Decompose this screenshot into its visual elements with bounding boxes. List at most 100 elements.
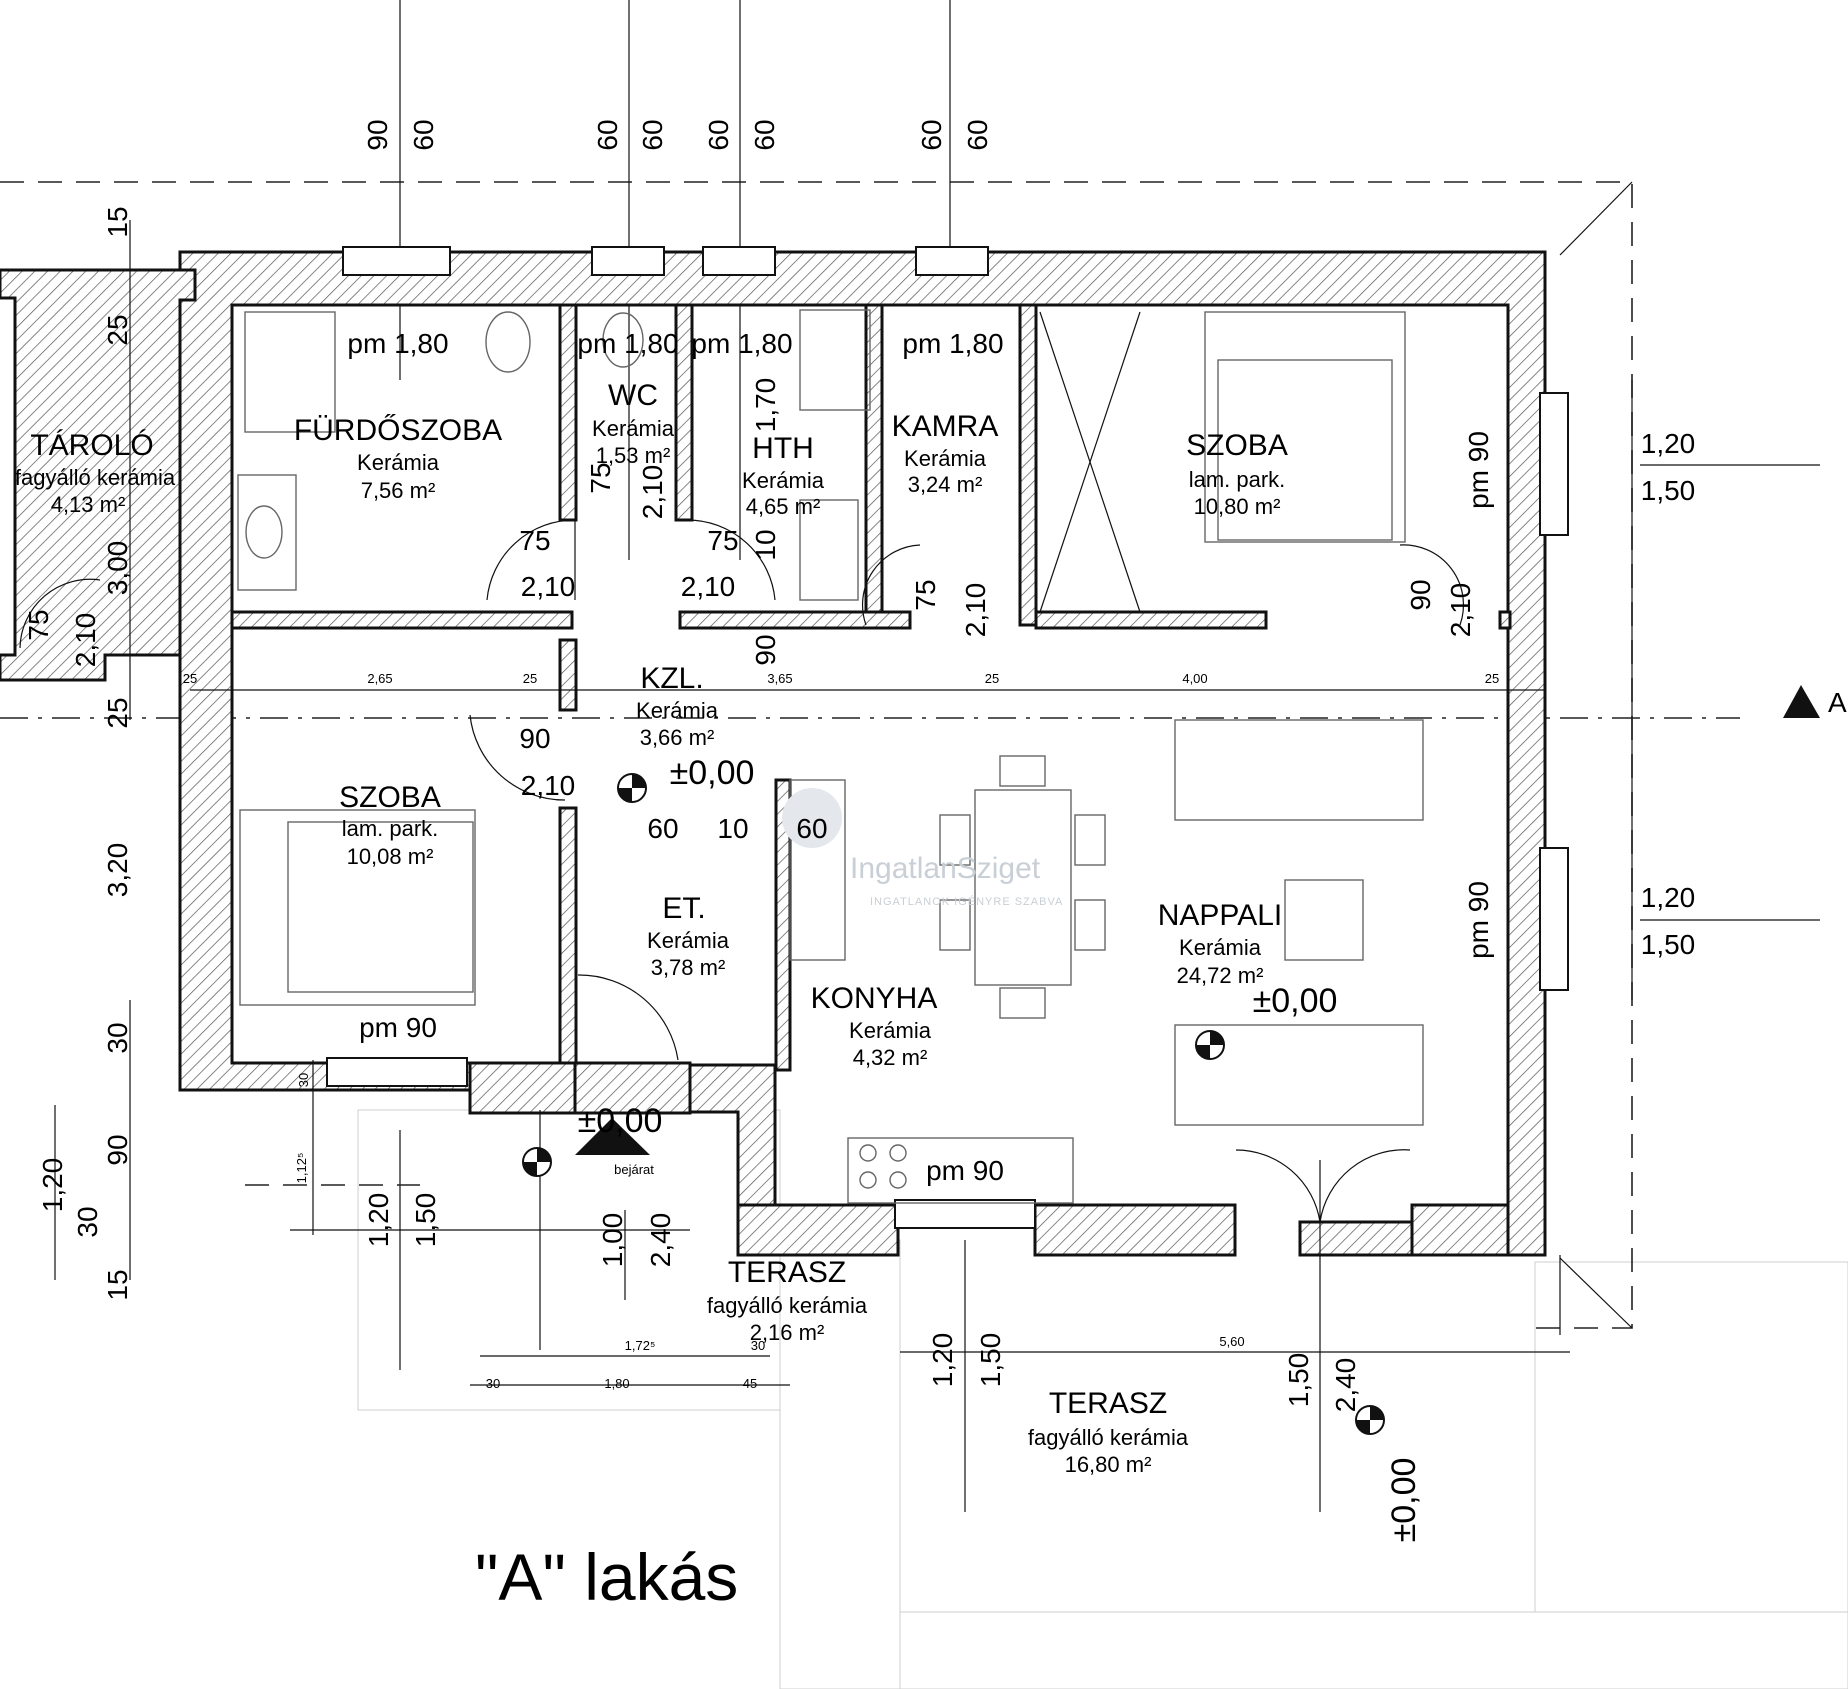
terrace2-name: TERASZ — [1049, 1387, 1167, 1420]
svg-text:15: 15 — [102, 206, 133, 237]
level-entry: ±0,00 — [578, 1102, 663, 1140]
svg-text:1,00: 1,00 — [597, 1213, 628, 1268]
level-living: ±0,00 — [1253, 982, 1338, 1020]
window-label-kitchen: pm 90 — [926, 1155, 1004, 1186]
window-label-wc: pm 1,80 — [577, 328, 678, 359]
svg-text:75: 75 — [910, 579, 941, 610]
svg-text:2,10: 2,10 — [1445, 583, 1476, 638]
hall-floor: Kerámia — [636, 698, 719, 723]
terrace1-area: 2,16 m² — [750, 1320, 825, 1345]
window-label-hth: pm 1,80 — [691, 328, 792, 359]
window-label-bedroom2: pm 90 — [359, 1012, 437, 1043]
level-labels: ±0,00 ±0,00 ±0,00 ±0,00 bejárat A — [578, 687, 1847, 1542]
svg-text:60: 60 — [749, 119, 780, 150]
svg-text:90: 90 — [362, 119, 393, 150]
svg-text:25: 25 — [102, 697, 133, 728]
dining-area: 3,78 m² — [651, 955, 726, 980]
door-dims: 75 2,10 75 2,10 75 2,10 1,70 10 75 2,10 … — [23, 378, 1476, 1184]
section-arrow — [1783, 685, 1820, 718]
entrance-arrow — [575, 1118, 650, 1155]
terrace2-area: 16,80 m² — [1065, 1452, 1152, 1477]
dining-floor: Kerámia — [647, 928, 730, 953]
svg-text:3,00: 3,00 — [102, 541, 133, 596]
apartment-title: "A" lakás — [475, 1540, 738, 1614]
pantry-name: KAMRA — [892, 410, 999, 443]
storage-area: 4,13 m² — [51, 492, 126, 517]
dining-name: ET. — [662, 892, 705, 925]
svg-text:2,65: 2,65 — [367, 671, 392, 686]
svg-text:60: 60 — [637, 119, 668, 150]
dimension-lines — [54, 220, 1820, 1512]
svg-text:2,10: 2,10 — [521, 770, 576, 801]
bathroom-floor: Kerámia — [357, 450, 440, 475]
svg-text:30: 30 — [296, 1073, 311, 1087]
hall-area: 3,66 m² — [640, 725, 715, 750]
svg-text:2,10: 2,10 — [960, 583, 991, 638]
window-label-living: pm 90 — [1463, 881, 1494, 959]
window-label-bedroom1: pm 90 — [1463, 431, 1494, 509]
svg-text:60: 60 — [408, 119, 439, 150]
svg-text:10: 10 — [750, 529, 781, 560]
svg-text:2,10: 2,10 — [681, 571, 736, 602]
svg-text:1,20: 1,20 — [1641, 882, 1696, 913]
svg-text:25: 25 — [523, 671, 537, 686]
svg-text:60: 60 — [647, 813, 678, 844]
terrace1-name: TERASZ — [728, 1256, 846, 1289]
svg-text:1,20: 1,20 — [37, 1158, 68, 1213]
left-dims: 15 25 3,00 25 3,20 30 90 30 15 1,20 — [37, 206, 133, 1300]
svg-text:25: 25 — [102, 314, 133, 345]
svg-text:1,50: 1,50 — [1641, 929, 1696, 960]
svg-text:75: 75 — [23, 609, 54, 640]
bedroom2-floor: lam. park. — [342, 816, 439, 841]
bedroom1-area: 10,80 m² — [1194, 494, 1281, 519]
svg-text:5,60: 5,60 — [1219, 1334, 1244, 1349]
svg-text:25: 25 — [183, 671, 197, 686]
walls — [0, 250, 1547, 1257]
terrace-dims: 1,20 1,50 1,00 2,40 1,72⁵ 30 30 1,80 45 … — [363, 1193, 1361, 1413]
svg-text:1,12⁵: 1,12⁵ — [294, 1153, 309, 1184]
living-area: 24,72 m² — [1177, 963, 1264, 988]
terrace2-floor: fagyálló kerámia — [1028, 1425, 1189, 1450]
svg-text:1,72⁵: 1,72⁵ — [625, 1338, 656, 1353]
svg-text:15: 15 — [102, 1269, 133, 1300]
svg-text:90: 90 — [519, 723, 550, 754]
svg-text:1,50: 1,50 — [1283, 1353, 1314, 1408]
window-label-pantry: pm 1,80 — [902, 328, 1003, 359]
svg-text:30: 30 — [72, 1206, 103, 1237]
watermark: IngatlanSziget INGATLANOK IGÉNYRE SZABVA — [782, 788, 1063, 908]
doors — [19, 519, 1465, 1223]
kitchen-area: 4,32 m² — [853, 1045, 928, 1070]
svg-text:1,50: 1,50 — [975, 1333, 1006, 1388]
svg-text:4,00: 4,00 — [1182, 671, 1207, 686]
bedroom1-name: SZOBA — [1186, 429, 1288, 462]
living-name: NAPPALI — [1158, 899, 1283, 932]
top-dims: 90 60 60 60 60 60 60 60 — [362, 119, 993, 150]
window-label-bathroom: pm 1,80 — [347, 328, 448, 359]
watermark-slogan: INGATLANOK IGÉNYRE SZABVA — [870, 895, 1063, 908]
svg-text:30: 30 — [751, 1338, 765, 1353]
tree-logo-icon — [782, 788, 842, 848]
svg-text:60: 60 — [916, 119, 947, 150]
svg-text:1,50: 1,50 — [1641, 475, 1696, 506]
corridor-dims: 25 2,65 25 3,65 25 4,00 25 — [183, 671, 1499, 686]
svg-text:1,20: 1,20 — [1641, 428, 1696, 459]
bathroom-name: FÜRDŐSZOBA — [294, 414, 502, 447]
svg-text:3,65: 3,65 — [767, 671, 792, 686]
terrace1-floor: fagyálló kerámia — [707, 1293, 868, 1318]
svg-text:45: 45 — [743, 1376, 757, 1391]
svg-text:60: 60 — [962, 119, 993, 150]
level-main: ±0,00 — [670, 754, 755, 792]
furniture — [237, 309, 1424, 1204]
hth-area: 4,65 m² — [746, 494, 821, 519]
wc-name: WC — [608, 379, 658, 412]
svg-text:10: 10 — [717, 813, 748, 844]
svg-text:60: 60 — [703, 119, 734, 150]
pantry-floor: Kerámia — [904, 446, 987, 471]
bedroom2-name: SZOBA — [339, 781, 441, 814]
room-labels: TÁROLÓ fagyálló kerámia 4,13 m² FÜRDŐSZO… — [15, 379, 1288, 1477]
svg-text:2,40: 2,40 — [645, 1213, 676, 1268]
windows — [326, 246, 1569, 1229]
storage-floor: fagyálló kerámia — [15, 465, 176, 490]
bedroom2-area: 10,08 m² — [347, 844, 434, 869]
